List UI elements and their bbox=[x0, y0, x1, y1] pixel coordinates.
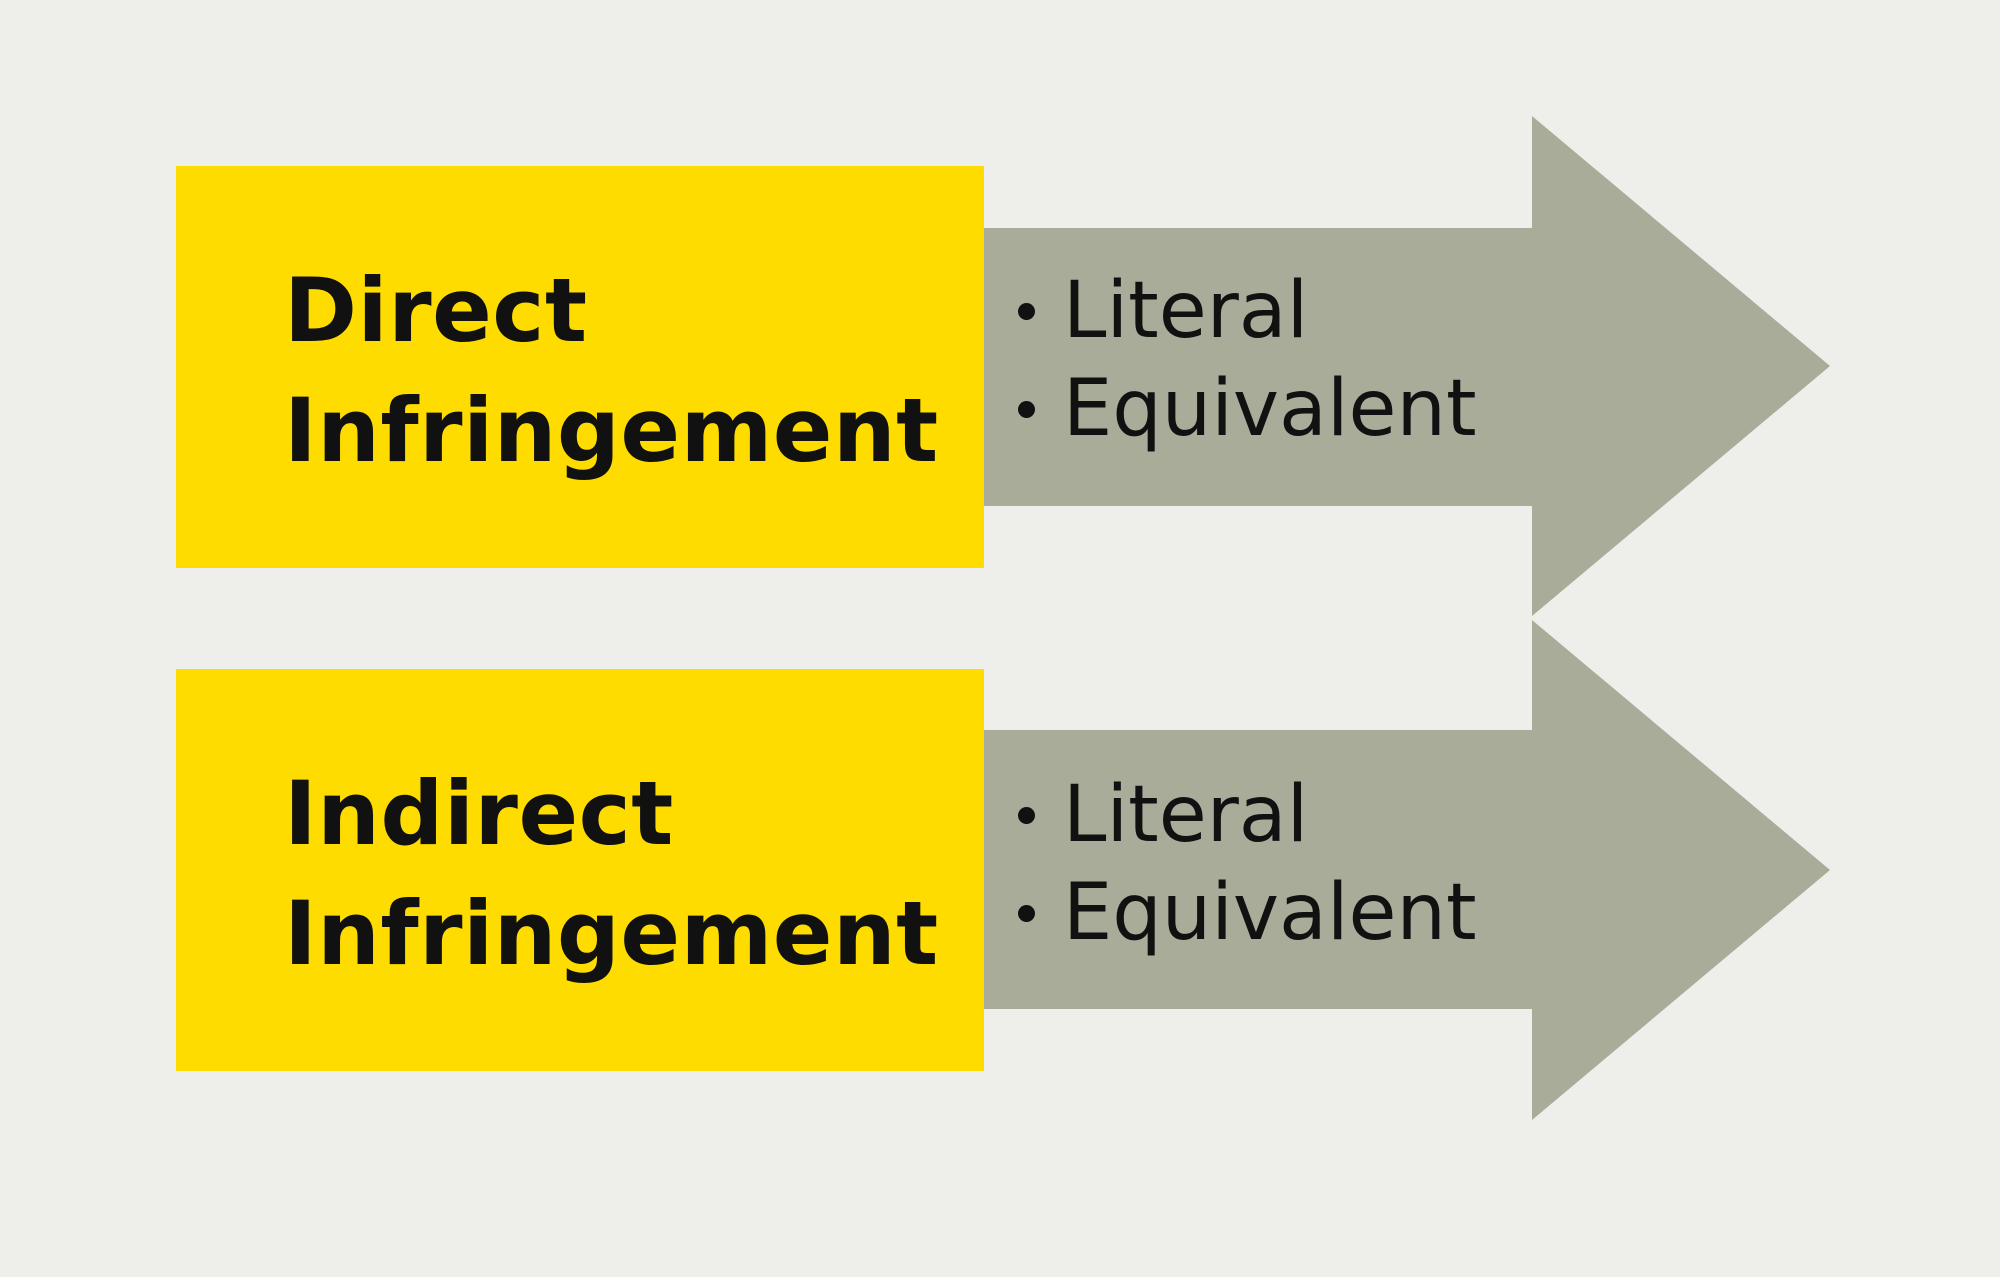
direct-infringement-bullets: Literal Equivalent bbox=[1018, 262, 1477, 458]
bullet-equivalent: Equivalent bbox=[1018, 360, 1477, 458]
direct-infringement-label: Direct Infringement bbox=[284, 251, 939, 491]
bullet-dot-icon bbox=[1018, 302, 1035, 320]
arrow-indirect bbox=[984, 620, 1830, 1120]
bullet-equivalent: Equivalent bbox=[1018, 864, 1477, 962]
bullet-equivalent-text: Equivalent bbox=[1063, 868, 1477, 958]
indirect-infringement-bullets: Literal Equivalent bbox=[1018, 766, 1477, 962]
bullet-literal-text: Literal bbox=[1063, 770, 1309, 860]
bullet-dot-icon bbox=[1018, 904, 1035, 922]
label-line-indirect: Indirect bbox=[284, 762, 674, 865]
bullet-equivalent-text: Equivalent bbox=[1063, 364, 1477, 454]
bullet-dot-icon bbox=[1018, 806, 1035, 824]
bullet-literal: Literal bbox=[1018, 766, 1477, 864]
indirect-infringement-label: Indirect Infringement bbox=[284, 754, 939, 994]
indirect-infringement-box: Indirect Infringement bbox=[176, 669, 984, 1071]
label-line-infringement: Infringement bbox=[284, 882, 939, 985]
label-line-infringement: Infringement bbox=[284, 379, 939, 482]
direct-infringement-box: Direct Infringement bbox=[176, 166, 984, 568]
bullet-literal: Literal bbox=[1018, 262, 1477, 360]
label-line-direct: Direct bbox=[284, 259, 588, 362]
bullet-dot-icon bbox=[1018, 400, 1035, 418]
bullet-literal-text: Literal bbox=[1063, 266, 1309, 356]
arrow-direct bbox=[984, 116, 1830, 616]
